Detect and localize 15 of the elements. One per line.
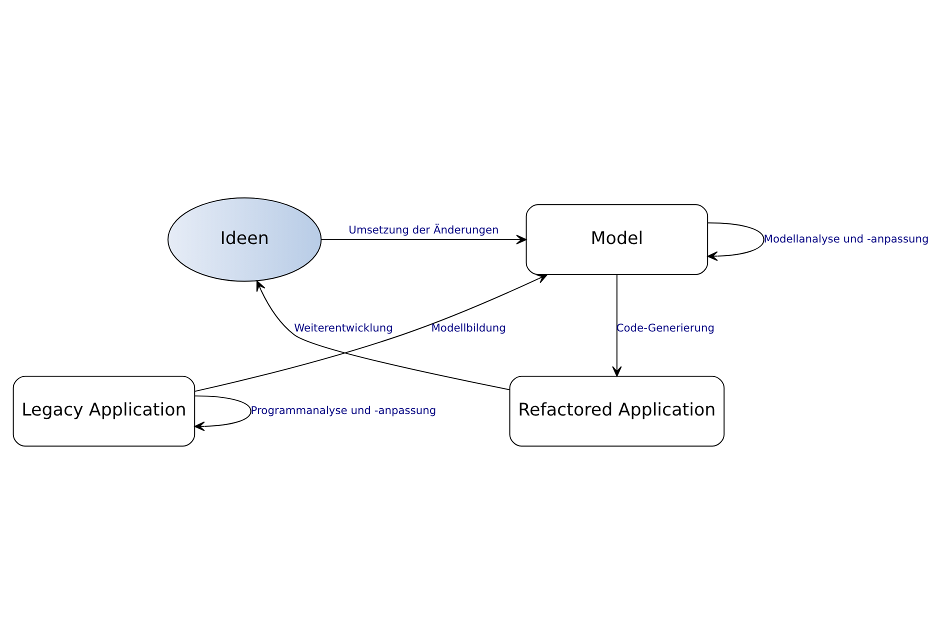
arrow (707, 222, 764, 261)
node-box: Model (526, 204, 708, 275)
edge-label: Programmanalyse und -anpassung (250, 404, 436, 417)
edge-label: Modellanalyse und -anpassung (764, 232, 929, 246)
node-ellipse: Ideen (167, 197, 322, 282)
arrow (256, 280, 510, 390)
edge-label: Umsetzung der Änderungen (348, 224, 499, 237)
arrow (612, 274, 622, 377)
node-box: Refactored Application (509, 376, 725, 447)
arrow (320, 234, 527, 244)
edge-label: Weiterentwicklung (294, 322, 393, 335)
arrow (194, 395, 252, 432)
arrow (194, 274, 548, 392)
edge-label: Modellbildung (431, 322, 506, 335)
node-box: Legacy Application (12, 376, 196, 447)
